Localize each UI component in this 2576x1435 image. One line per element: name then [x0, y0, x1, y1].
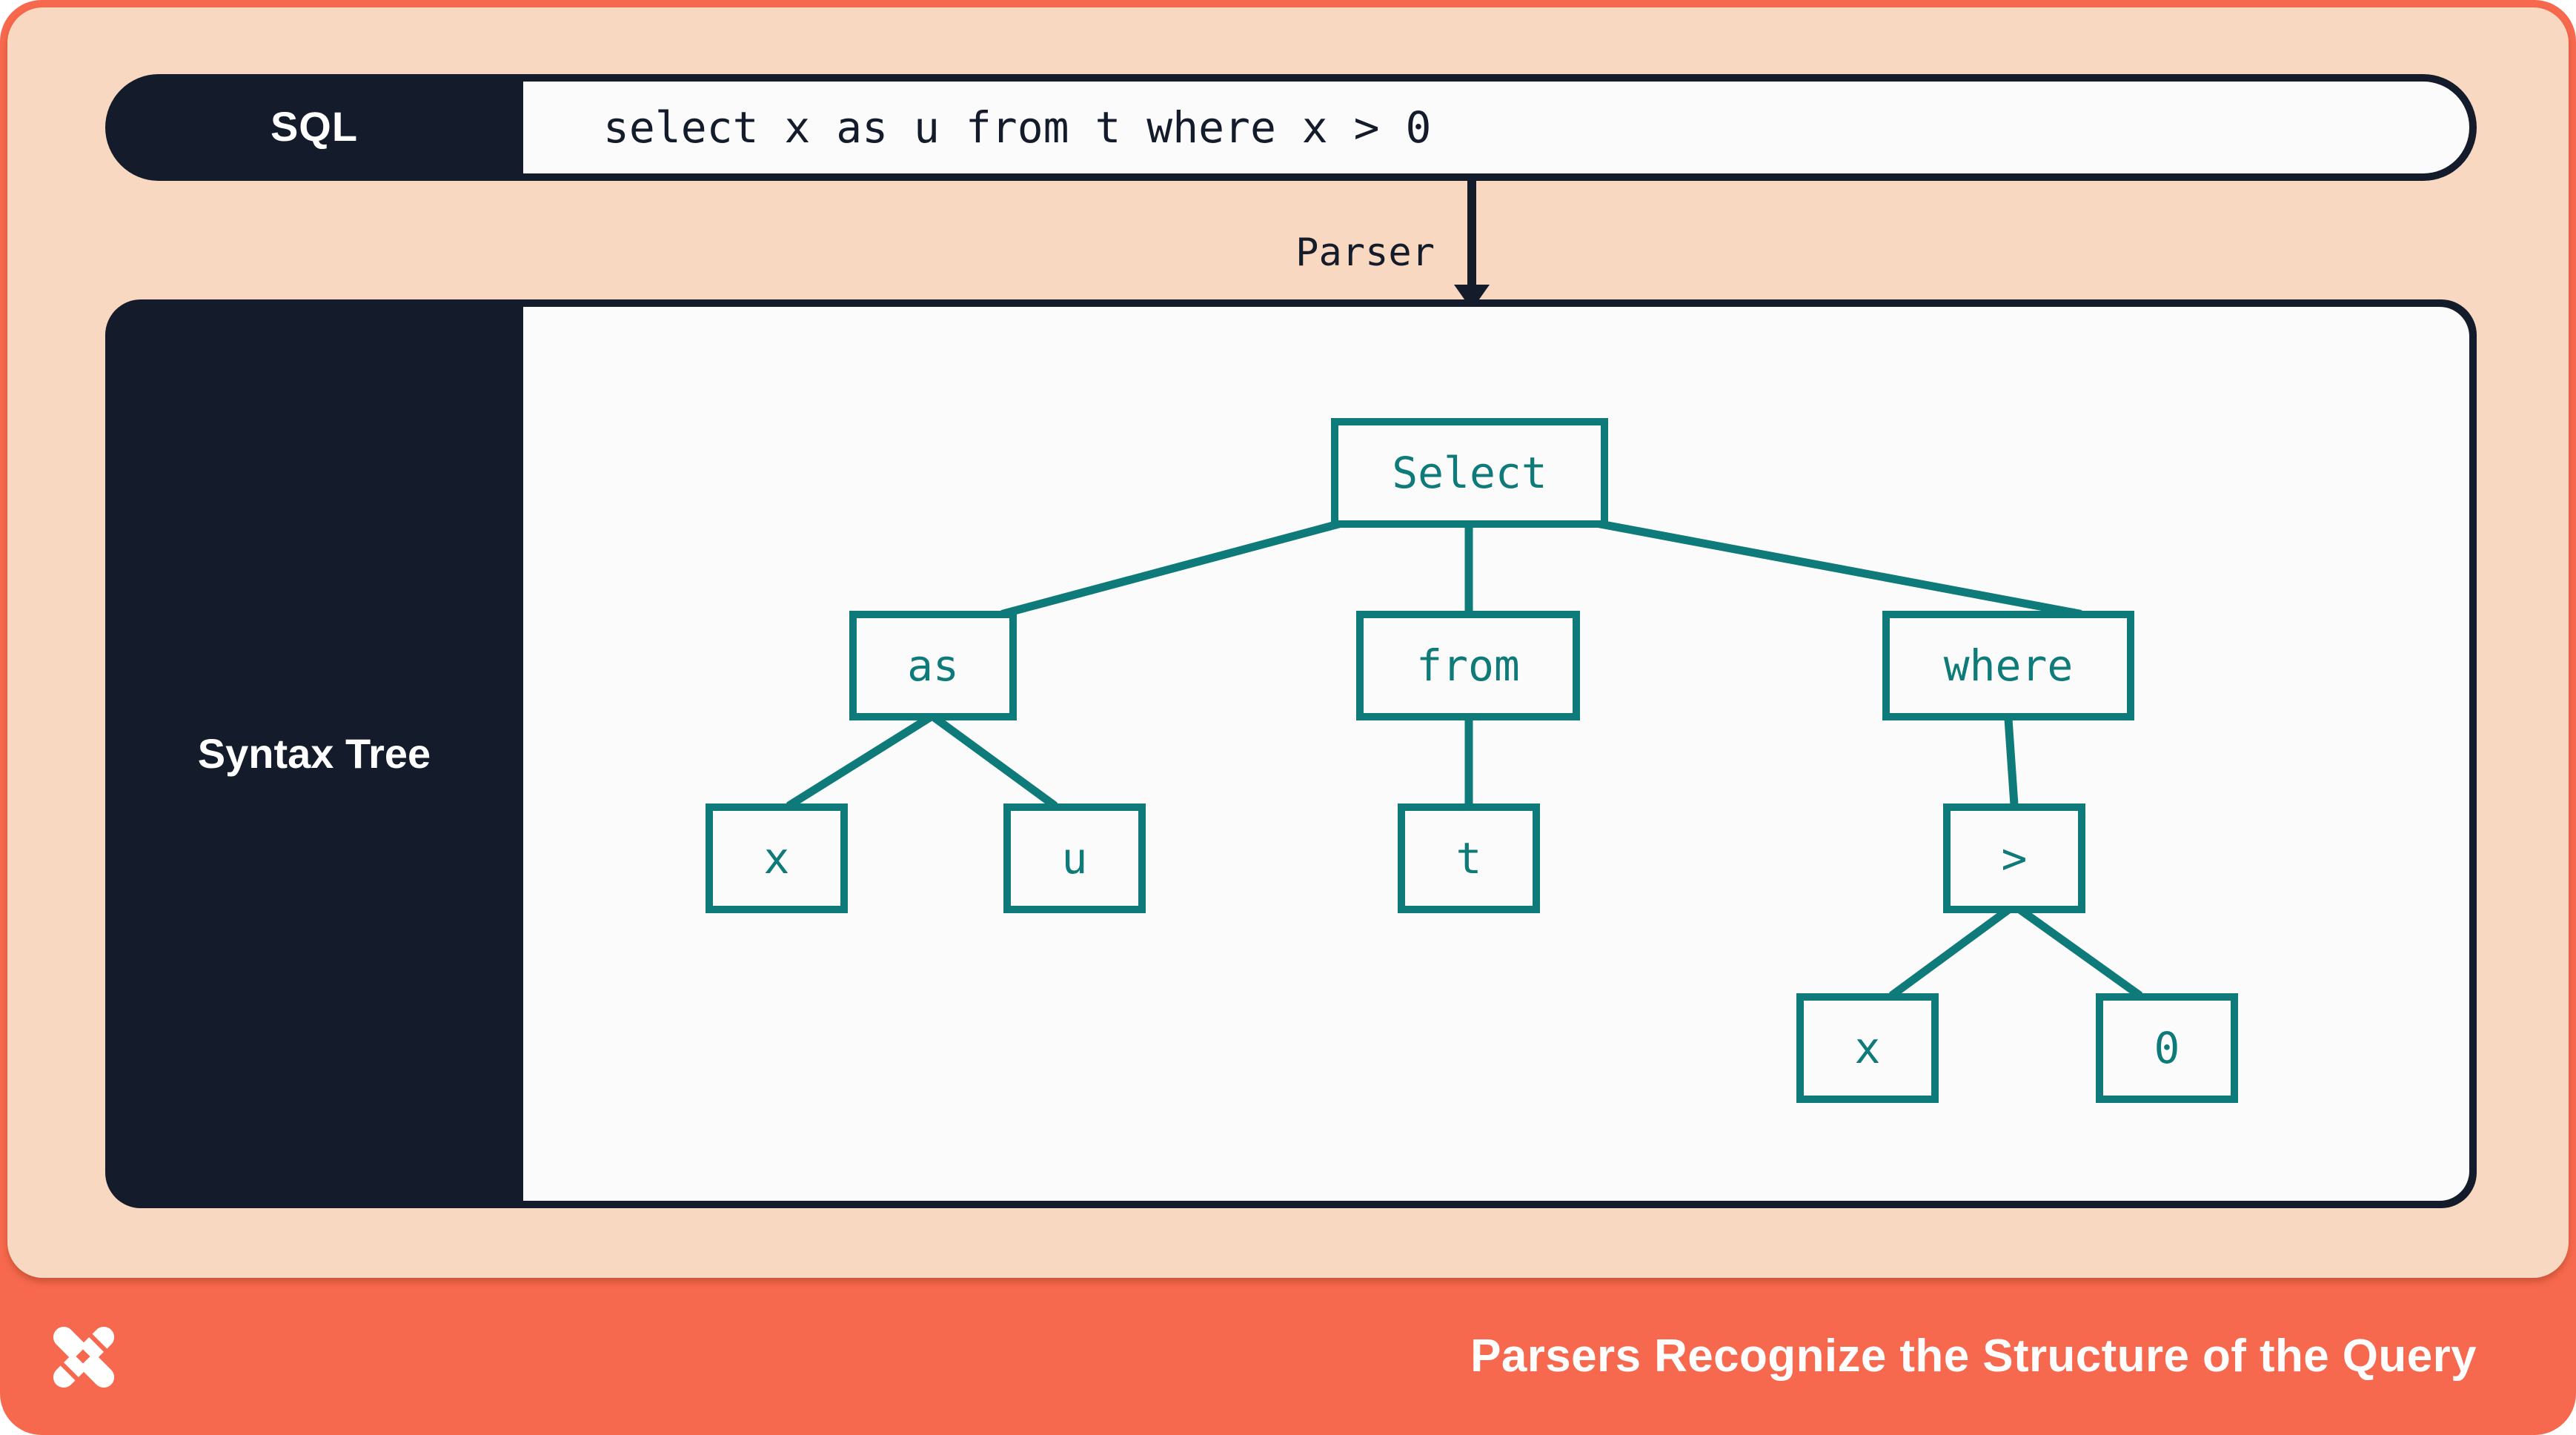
content-panel: SQL select x as u from t where x > 0 Par… [7, 7, 2569, 1278]
tree-node-select: Select [1331, 418, 1608, 528]
sql-label: SQL [270, 104, 359, 150]
parser-label: Parser [1295, 231, 1435, 276]
sql-code: select x as u from t where x > 0 [603, 102, 1432, 153]
tree-edges [786, 519, 2143, 999]
tree-node-where: where [1882, 611, 2134, 720]
tree-node-u: u [1003, 803, 1146, 913]
sql-code-box: select x as u from t where x > 0 [523, 82, 2469, 173]
parser-arrow-line [1467, 179, 1476, 286]
tree-node-as: as [849, 611, 1017, 720]
syntax-tree-label-area: Syntax Tree [105, 299, 523, 1208]
syntax-tree-label: Syntax Tree [197, 730, 431, 776]
tree-node-zero: 0 [2096, 993, 2238, 1103]
tree-node-from: from [1356, 611, 1580, 720]
footer-title: Parsers Recognize the Structure of the Q… [1470, 1330, 2477, 1382]
tree-edge-as-u [928, 712, 1058, 809]
tree-node-x-predicate: x [1796, 993, 1939, 1103]
tree-node-x-alias: x [706, 803, 848, 913]
sql-row: SQL select x as u from t where x > 0 [105, 74, 2477, 181]
tree-edge-gt-zero [2014, 904, 2143, 999]
footer: Parsers Recognize the Structure of the Q… [0, 1278, 2576, 1435]
syntax-tree-panel: Syntax Tree Select as from where [105, 299, 2477, 1208]
dolt-logo-icon [53, 1325, 115, 1388]
tree-node-t: t [1398, 803, 1540, 913]
tree-edge-as-x [786, 712, 937, 809]
tree-edge-gt-x [1888, 904, 2014, 999]
tree-edge-select-where [1592, 519, 2084, 618]
tree-edge-where-gt [2004, 715, 2019, 809]
tree-edge-select-as [999, 519, 1346, 618]
tree-node-greater-than: > [1943, 803, 2085, 913]
